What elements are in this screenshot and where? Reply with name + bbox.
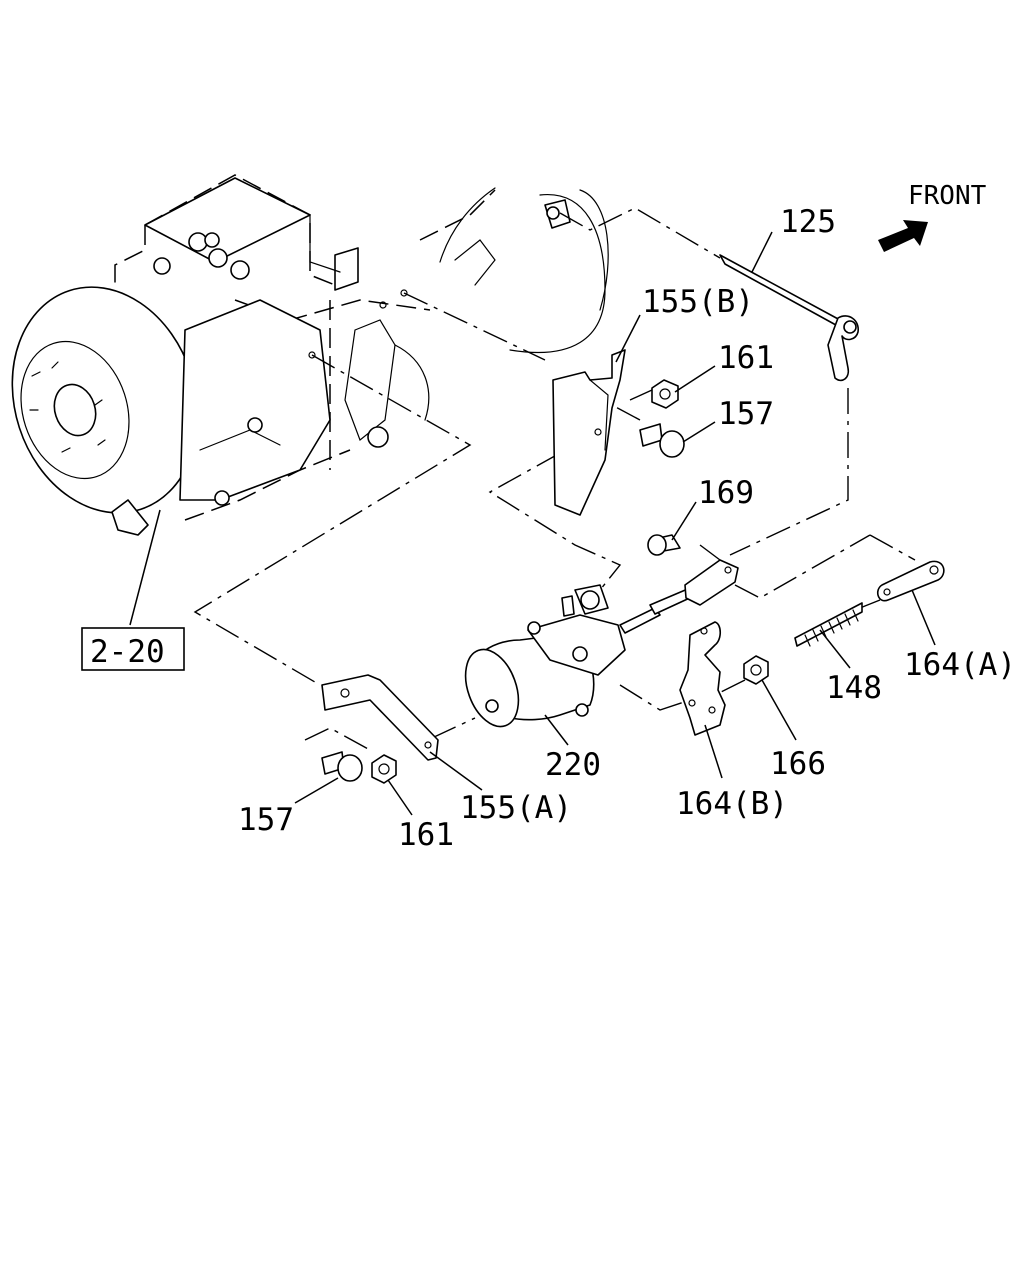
part-155b-upper-bracket xyxy=(552,349,626,516)
front-label: FRONT xyxy=(908,181,987,211)
callout-161-bottom: 161 xyxy=(398,817,454,853)
callout-166: 166 xyxy=(770,746,826,782)
part-161-bottom-nut xyxy=(371,754,397,784)
callout-164a: 164(A) xyxy=(904,647,1016,683)
part-169-pin xyxy=(647,534,681,556)
callout-157-bottom: 157 xyxy=(238,802,294,838)
part-166-nut xyxy=(743,655,769,685)
engine-block-drawing xyxy=(11,174,609,536)
part-220-actuator xyxy=(464,559,739,728)
part-157-top-bolt xyxy=(639,423,685,458)
part-148-spring xyxy=(794,602,863,647)
part-161-top-nut xyxy=(651,379,679,409)
leader-lines xyxy=(129,231,936,816)
callout-148: 148 xyxy=(826,670,882,706)
callout-164b: 164(B) xyxy=(676,786,788,822)
part-164a-lever xyxy=(876,560,945,602)
callout-125: 125 xyxy=(780,204,836,240)
part-157-bottom-bolt xyxy=(321,751,363,782)
part-164b-bracket xyxy=(679,621,726,736)
reference-box-2-20: 2-20 xyxy=(81,627,185,671)
part-155a-lower-bracket xyxy=(321,674,439,761)
callout-161-top: 161 xyxy=(718,340,774,376)
callout-220: 220 xyxy=(545,747,601,783)
reference-2-20-label: 2-20 xyxy=(90,634,165,670)
callout-169: 169 xyxy=(698,475,754,511)
callout-157-top: 157 xyxy=(718,396,774,432)
callout-155a: 155(A) xyxy=(460,790,572,826)
arrow-up-right-icon xyxy=(878,220,928,252)
callout-155b: 155(B) xyxy=(642,284,754,320)
part-125-lever-shaft xyxy=(719,254,859,382)
